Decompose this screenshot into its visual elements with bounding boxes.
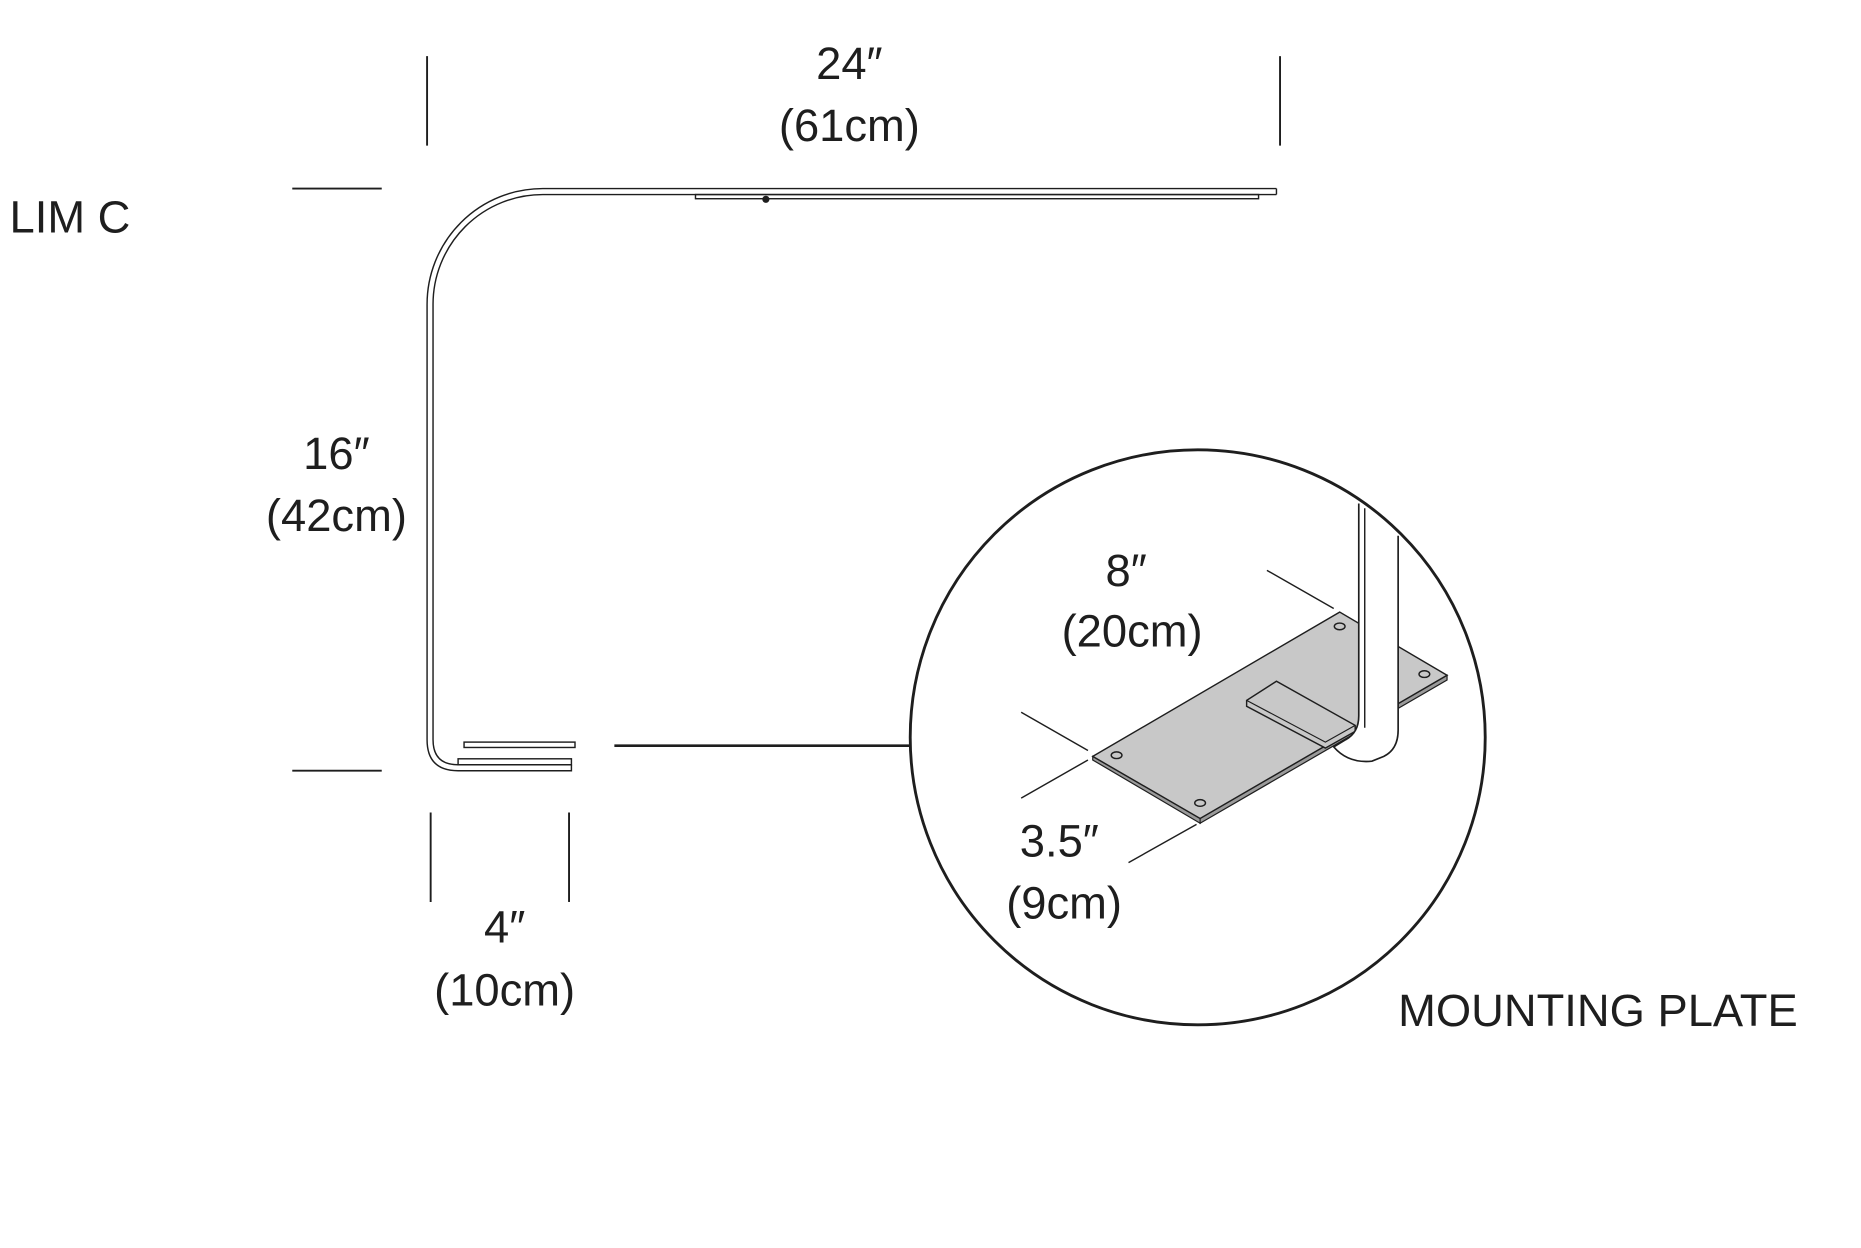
detail-circle [908, 448, 1487, 1027]
mounting-plate [1091, 503, 1449, 825]
height-imperial: 16″ [303, 428, 369, 479]
base-metric: (10cm) [434, 965, 575, 1016]
detail-label: MOUNTING PLATE [1398, 985, 1798, 1036]
lamp-side-view [426, 187, 1278, 772]
product-label: LIM C [10, 192, 131, 243]
plate-length-metric: (20cm) [1062, 606, 1203, 657]
plate-width-metric: (9cm) [1006, 878, 1122, 929]
width-imperial: 24″ [816, 38, 882, 89]
height-dimension: 16″ (42cm) [266, 187, 407, 772]
plate-length-imperial: 8″ [1106, 545, 1147, 596]
width-dimension: 24″ (61cm) [426, 38, 1281, 151]
plate-length-dimension: 8″ (20cm) [1062, 545, 1335, 657]
base-imperial: 4″ [484, 902, 525, 953]
width-metric: (61cm) [779, 100, 920, 151]
plate-width-dimension: 3.5″ (9cm) [1006, 711, 1197, 929]
base-dimension: 4″ (10cm) [429, 812, 575, 1016]
plate-width-imperial: 3.5″ [1020, 816, 1099, 867]
height-metric: (42cm) [266, 490, 407, 541]
